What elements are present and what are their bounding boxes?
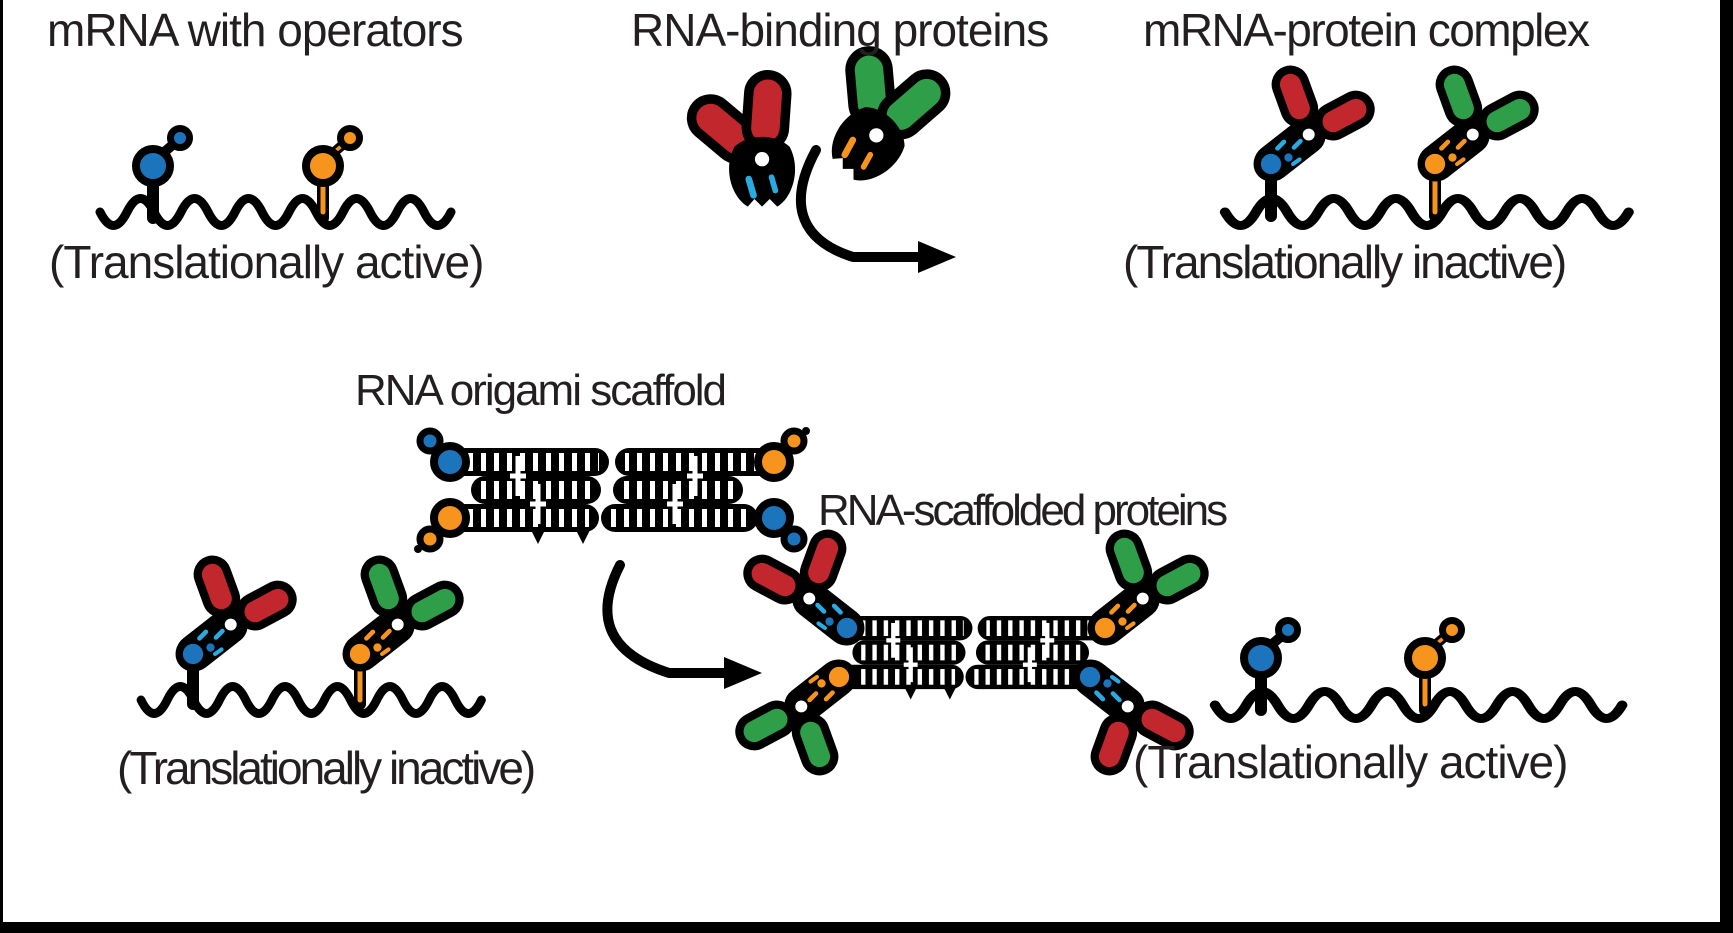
reaction-arrow-top <box>795 145 956 273</box>
green-protein-bound-icon <box>336 556 465 679</box>
red-protein-bound-icon <box>169 556 298 679</box>
red-protein-icon <box>684 73 795 206</box>
mrna-with-operators-graphic <box>100 129 451 226</box>
label-mrna-protein-complex: mRNA-protein complex <box>1143 4 1590 56</box>
rna-origami-scaffold-graphic <box>414 427 810 553</box>
mrna-strand <box>1225 199 1629 226</box>
mrna-strand <box>1215 692 1622 719</box>
label-mrna-with-operators: mRNA with operators <box>47 4 464 56</box>
scaffold-corner-blue-bottom-right <box>754 498 808 553</box>
label-translationally-inactive-bottom: (Translationally inactive) <box>117 742 536 794</box>
mrna-protein-complex-graphic <box>1225 66 1629 226</box>
arrowhead-icon <box>724 657 762 689</box>
red-protein-bound-icon <box>1247 66 1376 189</box>
green-protein-bound-icon <box>1411 66 1540 189</box>
scaffold-corner-orange-top-right <box>754 427 810 482</box>
reaction-arrow-bottom <box>602 560 762 689</box>
scaffold-corner-blue-top-left <box>416 427 470 482</box>
scaffold-corner-orange-bottom-left <box>414 498 470 553</box>
label-translationally-inactive-top: (Translationally inactive) <box>1123 236 1567 288</box>
inactive-mrna-protein-complex-graphic <box>141 556 481 714</box>
label-rna-scaffolded-proteins: RNA-scaffolded proteins <box>818 486 1228 535</box>
label-rna-origami-scaffold: RNA origami scaffold <box>355 366 727 415</box>
origami-helix-bundle <box>826 616 1117 700</box>
diagram-canvas <box>3 0 1733 933</box>
label-translationally-active-bottom: (Translationally active) <box>1133 736 1568 788</box>
corner-green-protein-icon <box>1081 530 1210 653</box>
corner-red-protein-icon <box>742 530 871 653</box>
arrowhead-icon <box>918 241 956 273</box>
active-mrna-graphic <box>1215 621 1622 719</box>
label-rna-binding-proteins: RNA-binding proteins <box>631 4 1049 56</box>
origami-helix-bundle <box>441 448 775 544</box>
label-translationally-active-top: (Translationally active) <box>49 236 484 288</box>
